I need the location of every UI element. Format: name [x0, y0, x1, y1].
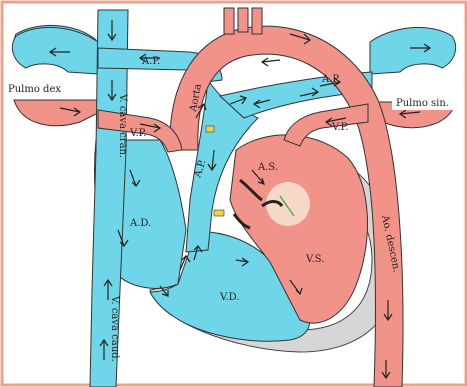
valve-pulmonary	[206, 126, 214, 132]
label-v-cava-caud: V. cava caud.	[109, 295, 120, 362]
aorta-branch-2	[238, 8, 248, 32]
right-lung-upper	[12, 27, 98, 74]
left-lung-upper	[370, 27, 456, 74]
label-ad: A.D.	[129, 218, 151, 229]
valve-tricuspid	[214, 210, 224, 216]
right-lung-lower	[14, 100, 100, 126]
aorta-branch-1	[224, 8, 234, 34]
label-pulmo-sin: Pulmo sin.	[396, 98, 449, 109]
label-vp-left: V.P.	[129, 128, 147, 139]
foramen-ovale-highlight	[266, 182, 310, 226]
label-vp-right: V.P.	[331, 122, 349, 133]
pulmonary-vein-left	[284, 104, 368, 146]
label-vs: V.S.	[305, 254, 324, 265]
aorta-branch-3	[252, 8, 262, 34]
label-pulmo-dex: Pulmo dex	[8, 84, 61, 95]
label-ap-top: A.P.	[141, 56, 160, 67]
label-vd: V.D.	[219, 292, 240, 303]
label-ap-right: A.P.	[321, 74, 340, 85]
label-v-cava-cran: V. cava cran.	[117, 93, 128, 158]
label-as: A.S.	[257, 162, 278, 173]
